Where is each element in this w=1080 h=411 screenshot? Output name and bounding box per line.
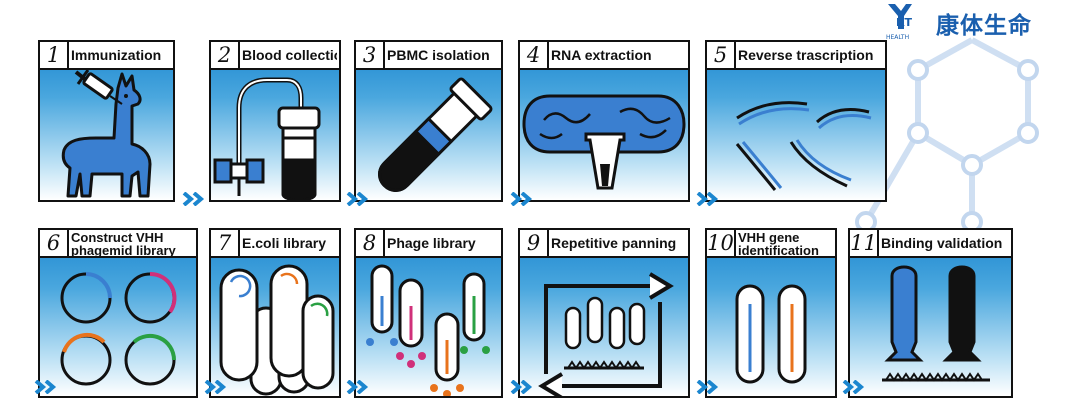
step-title: Repetitive panning bbox=[551, 235, 677, 251]
step-title: E.coli library bbox=[242, 235, 327, 251]
ecoli-icon bbox=[219, 264, 335, 396]
logo-name: 康体生命 bbox=[936, 13, 1032, 39]
chevron-right-icon bbox=[346, 380, 369, 394]
step-title: Reverse trascription bbox=[738, 47, 874, 63]
chevron-right-icon bbox=[182, 192, 205, 206]
chevron-right-icon bbox=[510, 192, 533, 206]
blood-tube-icon bbox=[213, 77, 321, 200]
test-tube-icon bbox=[378, 77, 493, 192]
chevron-right-icon bbox=[510, 380, 533, 394]
plasmid-icon bbox=[60, 271, 177, 386]
step-number: 6 bbox=[40, 230, 69, 256]
step-number: 7 bbox=[211, 230, 240, 256]
antibody-icon bbox=[882, 265, 990, 382]
logo-mark-icon: KT HEALTH bbox=[886, 4, 913, 41]
llama-icon bbox=[61, 72, 152, 198]
step-number: 4 bbox=[520, 42, 549, 68]
step-illustration bbox=[213, 77, 321, 200]
step-illustration bbox=[882, 265, 990, 382]
company-logo: KT HEALTH 康体生命 bbox=[884, 2, 1064, 42]
step-illustration bbox=[219, 264, 335, 396]
logo-initials: KT bbox=[896, 16, 913, 29]
step-title: Phage library bbox=[387, 235, 476, 251]
step-number: 8 bbox=[356, 230, 385, 256]
step-number: 10 bbox=[707, 230, 736, 256]
step-illustration bbox=[61, 69, 152, 198]
step-illustration bbox=[378, 77, 493, 192]
step-illustration bbox=[366, 264, 490, 396]
chevron-right-icon bbox=[842, 380, 865, 394]
step-illustration bbox=[60, 271, 177, 386]
step-title: Blood collection bbox=[242, 47, 337, 63]
step-number: 5 bbox=[707, 42, 736, 68]
logo-tagline: HEALTH bbox=[886, 34, 909, 41]
step-title: RNA extraction bbox=[551, 47, 652, 63]
syringe-icon bbox=[74, 69, 123, 105]
step-number: 11 bbox=[850, 230, 879, 256]
step-title: Construct VHH phagemid library bbox=[71, 230, 176, 257]
chevron-right-icon bbox=[346, 192, 369, 206]
step-illustration bbox=[735, 284, 807, 384]
rna-dish-icon bbox=[522, 94, 686, 190]
step-number: 2 bbox=[211, 42, 240, 68]
panning-icon bbox=[538, 272, 674, 396]
chevron-right-icon bbox=[696, 192, 719, 206]
vhh-gene-icon bbox=[735, 284, 807, 384]
phage-icon bbox=[370, 264, 486, 382]
chevron-right-icon bbox=[204, 380, 227, 394]
step-number: 1 bbox=[40, 42, 69, 68]
step-title: Immunization bbox=[71, 47, 162, 63]
step-title: PBMC isolation bbox=[387, 47, 490, 63]
step-number: 9 bbox=[520, 230, 549, 256]
step-title: VHH gene identification bbox=[738, 230, 819, 257]
chevron-right-icon bbox=[34, 380, 57, 394]
step-illustration bbox=[538, 272, 674, 396]
step-number: 3 bbox=[356, 42, 385, 68]
step-illustration bbox=[735, 101, 872, 191]
chevron-right-icon bbox=[696, 380, 719, 394]
cdna-strands-icon bbox=[735, 101, 872, 191]
step-illustration bbox=[522, 94, 686, 190]
step-title: Binding validation bbox=[881, 235, 1003, 251]
